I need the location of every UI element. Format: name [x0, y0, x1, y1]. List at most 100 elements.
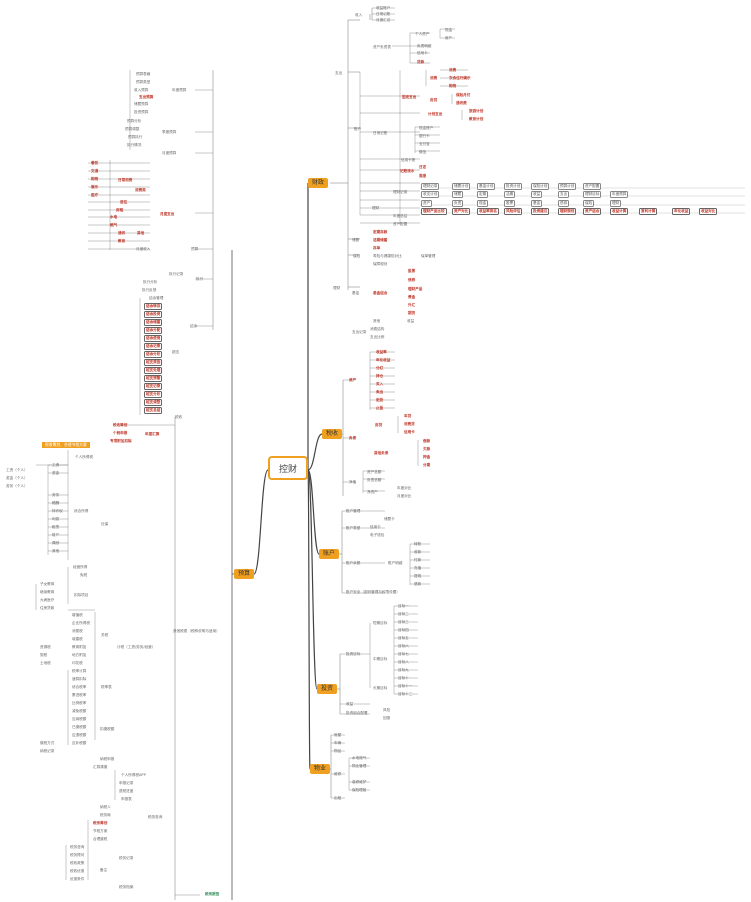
right-leaf-node[interactable]: 收益账户 — [376, 6, 391, 10]
lower-left-node[interactable]: 已缴税额 — [72, 725, 87, 729]
right-leaf-node[interactable]: 转账 — [414, 542, 422, 546]
grid-cell-node[interactable]: 年化收益 — [672, 208, 691, 215]
lower-left-node[interactable]: 税务顾问 — [70, 853, 85, 857]
lower-left-node[interactable]: 继续教育 — [40, 590, 55, 594]
right-leaf-node[interactable]: 活期储蓄 — [373, 238, 388, 242]
grid-cell-node[interactable]: 现金 — [477, 200, 489, 207]
lower-left-node[interactable]: 个人所得税 — [75, 455, 93, 459]
right-leaf-node[interactable]: 借款 — [423, 439, 431, 443]
right-leaf-node[interactable]: 收益率 — [376, 350, 387, 354]
right-leaf-node[interactable]: 保障规划 — [373, 262, 388, 266]
right-leaf-node[interactable]: 投资组合配置 — [346, 711, 368, 715]
lower-left-node[interactable]: 税率计算 — [72, 669, 87, 673]
left-leaf-node[interactable]: 购物 — [91, 177, 99, 181]
grid-cell-node[interactable]: 支出 — [558, 191, 570, 198]
left-leaf-node[interactable]: 支出预算 — [139, 95, 154, 99]
right-leaf-node[interactable]: 止盈 — [376, 406, 384, 410]
right-leaf-node[interactable]: 车辆 — [334, 741, 342, 745]
lower-left-node[interactable]: 劳务 — [52, 493, 60, 497]
right-leaf-node[interactable]: 账户安全（密码管理与权限设置） — [346, 590, 400, 594]
right-leaf-node[interactable]: 付款 — [414, 558, 422, 562]
right-leaf-node[interactable]: 负债明细 — [417, 44, 432, 48]
lower-left-node[interactable]: 综合所得 — [74, 509, 89, 513]
lower-left-node[interactable]: 税务记录 — [119, 856, 134, 860]
right-leaf-node[interactable]: 提现 — [414, 574, 422, 578]
budget-box-node[interactable]: 结余使用 — [144, 335, 163, 342]
lower-left-node[interactable]: 节税方案 — [93, 829, 108, 833]
right-leaf-node[interactable]: 欠款 — [423, 447, 431, 451]
grid-cell-node[interactable]: 债券 — [558, 200, 570, 207]
right-leaf-node[interactable]: 理财 — [372, 206, 380, 210]
lower-left-node[interactable]: 消费税 — [72, 629, 83, 633]
right-leaf-node[interactable]: 理财记录 — [393, 190, 408, 194]
lower-left-node[interactable]: 税务局 — [100, 813, 111, 817]
grid-cell-node[interactable]: 资产配置 — [583, 183, 602, 190]
right-leaf-node[interactable]: 资产负债表 — [373, 45, 391, 49]
left-leaf-node[interactable]: 超支 — [172, 350, 180, 354]
right-leaf-node[interactable]: 持仓 — [376, 374, 384, 378]
right-leaf-node[interactable]: 旅游计划 — [469, 109, 484, 113]
budget-box-node[interactable]: 结余记录 — [144, 343, 163, 350]
lower-left-node[interactable]: 工资（个人） — [6, 468, 28, 472]
left-leaf-node[interactable]: 燃气 — [110, 223, 118, 227]
right-leaf-node[interactable]: 股票 — [408, 269, 416, 273]
lower-left-node[interactable]: 申报记录 — [119, 781, 134, 785]
right-leaf-node[interactable]: 信用卡 — [404, 430, 415, 434]
right-leaf-node[interactable]: 目标二 — [398, 612, 409, 616]
lower-left-node[interactable]: 税收 — [175, 415, 183, 419]
right-leaf-node[interactable]: 目标八 — [398, 660, 409, 664]
right-leaf-node[interactable]: 资产配置 — [393, 222, 408, 226]
lower-left-node[interactable]: 减免税额 — [72, 709, 87, 713]
right-leaf-node[interactable]: 定期存款 — [373, 230, 388, 234]
right-leaf-node[interactable]: 月度汇总 — [376, 18, 391, 22]
right-leaf-node[interactable]: 账户类型 — [346, 526, 361, 530]
lower-left-node[interactable]: 社保 — [101, 522, 109, 526]
right-leaf-node[interactable]: 计划支出 — [428, 112, 443, 116]
right-leaf-node[interactable]: 账户余额 — [346, 561, 361, 565]
budget-box-node[interactable]: 结余投资 — [144, 311, 163, 318]
right-leaf-node[interactable]: 记账流水 — [400, 169, 415, 173]
lower-left-node[interactable]: 契税 — [40, 653, 48, 657]
right-leaf-node[interactable]: 微信 — [419, 150, 427, 154]
right-leaf-node[interactable]: 保单管理 — [421, 254, 436, 258]
lower-left-node[interactable]: 备注 — [100, 868, 108, 872]
right-leaf-node[interactable]: 投资目标 — [346, 652, 361, 656]
lower-left-node[interactable]: 应纳税额 — [72, 717, 87, 721]
right-leaf-node[interactable]: 负债总额 — [367, 478, 382, 482]
right-leaf-node[interactable]: 负债 — [349, 436, 357, 440]
lower-left-node[interactable]: 专项附加扣除 — [110, 439, 132, 443]
grid-cell-node[interactable]: 投资建议 — [531, 208, 550, 215]
right-leaf-node[interactable]: 目标十二 — [398, 692, 413, 696]
right-leaf-node[interactable]: 资产总额 — [367, 470, 382, 474]
left-leaf-node[interactable]: 日常消费 — [118, 178, 133, 182]
node-budget[interactable]: 预算 — [234, 569, 255, 579]
lower-left-node[interactable]: 税收政策 — [70, 861, 85, 865]
lower-left-node[interactable]: 速算扣除 — [72, 677, 87, 681]
lower-left-node[interactable]: 计税（工资/劳务/经营） — [117, 645, 156, 649]
right-leaf-node[interactable]: 日常记账 — [373, 131, 388, 135]
right-leaf-node[interactable]: 资产 — [349, 378, 357, 382]
lower-left-node[interactable]: 印花税 — [72, 661, 83, 665]
budget-box-node[interactable]: 超支处理 — [144, 367, 163, 374]
right-leaf-node[interactable]: 目标七 — [398, 652, 409, 656]
right-leaf-node[interactable]: 周报 — [419, 174, 427, 178]
left-leaf-node[interactable]: 娱乐 — [91, 185, 99, 189]
right-leaf-node[interactable]: 理财 — [333, 286, 341, 290]
lower-left-node[interactable]: 退税进度 — [119, 789, 134, 793]
lower-left-node[interactable]: 稿酬 — [52, 501, 60, 505]
budget-box-node[interactable]: 超支原因 — [144, 359, 163, 366]
grid-cell-node[interactable]: 储蓄计划 — [452, 183, 471, 190]
lower-left-node[interactable]: 扣缴税额 — [100, 727, 115, 731]
right-leaf-node[interactable]: 电子钱包 — [370, 533, 385, 537]
grid-cell-node[interactable]: 基金 — [531, 200, 543, 207]
right-leaf-node[interactable]: 分红 — [376, 366, 384, 370]
left-leaf-node[interactable]: 结余管理 — [149, 296, 164, 300]
right-leaf-node[interactable]: 卖出 — [376, 390, 384, 394]
right-leaf-node[interactable]: 目标四 — [398, 628, 409, 632]
lower-left-node[interactable]: 子女教育 — [40, 582, 55, 586]
left-leaf-node[interactable]: 季度预算 — [162, 130, 177, 134]
left-leaf-node[interactable]: 居住 — [120, 200, 128, 204]
right-leaf-node[interactable]: 消费 — [449, 68, 457, 72]
left-leaf-node[interactable]: 餐饮 — [91, 161, 99, 165]
left-leaf-node[interactable]: 执行记录 — [169, 272, 184, 276]
